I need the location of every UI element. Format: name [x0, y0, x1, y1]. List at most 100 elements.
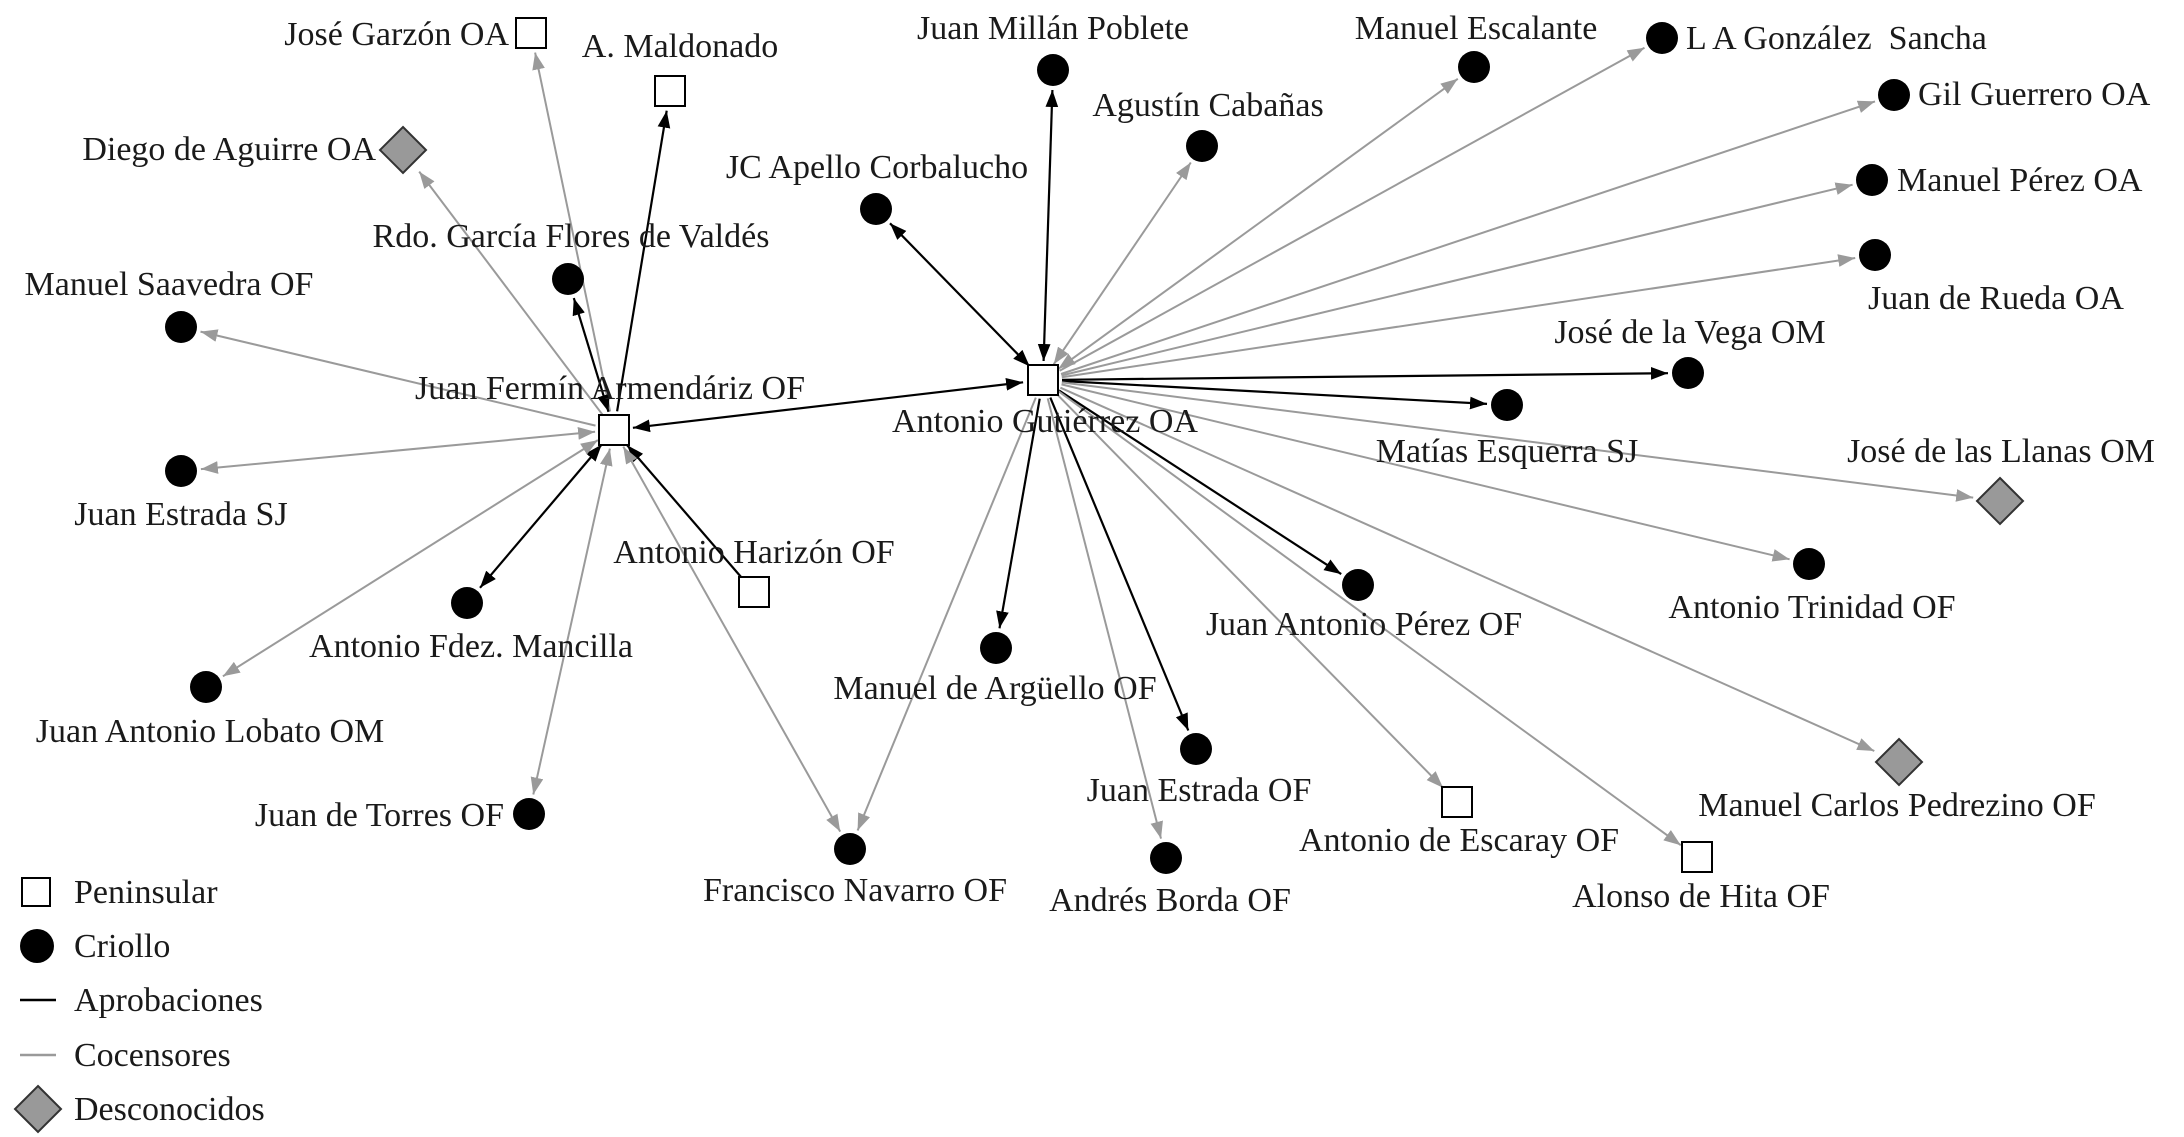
node-llanas [1975, 476, 2025, 526]
node-cabanas [1186, 130, 1218, 162]
edge-gutierrez-perez_of [1058, 389, 1342, 576]
node-label-estrada_sj: Juan Estrada SJ [74, 496, 287, 533]
node-label-pedrezino: Manuel Carlos Pedrezino OF [1698, 787, 2096, 824]
nodes-layer [165, 17, 2025, 874]
node-label-apello: JC Apello Corbalucho [726, 149, 1028, 186]
node-label-garcia_flores: Rdo. García Flores de Valdés [373, 218, 770, 255]
node-rueda [1859, 239, 1891, 271]
node-garzon [515, 17, 547, 49]
node-apello [860, 193, 892, 225]
edge-gutierrez-cabanas [1052, 161, 1192, 365]
legend-label-aprobaciones: Aprobaciones [74, 982, 263, 1019]
node-label-navarro: Francisco Navarro OF [703, 872, 1007, 909]
edge-armendariz-navarro [622, 446, 842, 833]
edge-armendariz-garcia_flores [572, 297, 610, 413]
node-torres [513, 798, 545, 830]
node-label-llanas: José de las Llanas OM [1847, 433, 2155, 470]
node-escaray [1441, 786, 1473, 818]
node-trinidad [1793, 548, 1825, 580]
edge-gutierrez-arguello [996, 398, 1041, 629]
edge-gutierrez-escaray [1055, 392, 1444, 789]
legend-swatch-peninsular [21, 877, 51, 907]
node-saavedra [165, 311, 197, 343]
edge-gutierrez-millan [1037, 89, 1059, 362]
node-label-aguirre: Diego de Aguirre OA [82, 131, 376, 168]
node-perez_of [1342, 569, 1374, 601]
edge-gutierrez-estrada_of [1049, 397, 1190, 731]
legend-label-criollo: Criollo [74, 928, 170, 965]
legend-label-cocensores: Cocensores [74, 1037, 231, 1074]
edge-gutierrez-trinidad [1061, 383, 1790, 562]
node-guerrero [1878, 79, 1910, 111]
node-navarro [834, 833, 866, 865]
node-label-perez_oa: Manuel Pérez OA [1897, 162, 2143, 199]
node-harizon [738, 576, 770, 608]
node-borda [1150, 842, 1182, 874]
edge-gutierrez-perez_oa [1061, 182, 1853, 377]
edge-gutierrez-hita [1057, 390, 1682, 847]
edge-gutierrez-esquerra [1061, 379, 1488, 410]
node-label-trinidad: Antonio Trinidad OF [1668, 589, 1955, 626]
node-label-harizon: Antonio Harizón OF [613, 534, 894, 571]
edge-gutierrez-rueda [1061, 254, 1856, 379]
legend: Peninsular Criollo Aprobaciones Cocensor… [13, 874, 265, 1134]
edge-gutierrez-escalante [1057, 77, 1459, 370]
edge-armendariz-torres [530, 448, 613, 795]
node-escalante [1458, 51, 1490, 83]
node-label-torres: Juan de Torres OF [255, 797, 504, 834]
node-lobato [190, 671, 222, 703]
edge-armendariz-maldonado [616, 110, 671, 412]
edge-armendariz-saavedra [200, 329, 596, 427]
node-gonzalez [1646, 22, 1678, 54]
edge-armendariz-gutierrez [632, 377, 1024, 433]
node-maldonado [654, 75, 686, 107]
legend-label-desconocidos: Desconocidos [74, 1091, 265, 1128]
node-label-arguello: Manuel de Argüello OF [833, 670, 1156, 707]
edge-armendariz-aguirre [418, 170, 604, 416]
node-label-escalante: Manuel Escalante [1355, 10, 1598, 47]
edge-gutierrez-llanas [1061, 381, 1974, 502]
legend-swatch-desconocidos [13, 1084, 63, 1134]
edge-gutierrez-pedrezino [1059, 386, 1875, 752]
legend-swatch-criollo [20, 929, 54, 963]
labels-layer: Juan Fermín Armendáriz OF Antonio Gutiérr… [25, 10, 2155, 919]
node-label-cabanas: Agustín Cabañas [1092, 87, 1323, 124]
legend-label-peninsular: Peninsular [74, 874, 218, 911]
node-label-gutierrez: Antonio Gutiérrez OA [892, 403, 1198, 440]
node-label-gonzalez: L A González Sancha [1686, 20, 1987, 57]
node-pedrezino [1874, 737, 1924, 787]
edge-gutierrez-borda [1046, 398, 1163, 839]
node-perez_oa [1856, 164, 1888, 196]
node-label-lobato: Juan Antonio Lobato OM [36, 713, 384, 750]
node-aguirre [378, 125, 428, 175]
node-label-vega: José de la Vega OM [1554, 314, 1825, 351]
node-estrada_sj [165, 455, 197, 487]
node-estrada_of [1180, 733, 1212, 765]
node-label-escaray: Antonio de Escaray OF [1299, 822, 1619, 859]
edge-armendariz-estrada_sj [200, 427, 596, 474]
node-label-saavedra: Manuel Saavedra OF [25, 266, 314, 303]
node-label-maldonado: A. Maldonado [582, 28, 778, 65]
node-label-guerrero: Gil Guerrero OA [1918, 76, 2151, 113]
edge-gutierrez-vega [1061, 367, 1669, 381]
node-label-hita: Alonso de Hita OF [1572, 878, 1830, 915]
edge-gutierrez-navarro [856, 397, 1037, 831]
node-hita [1681, 841, 1713, 873]
edge-gutierrez-guerrero [1060, 100, 1876, 375]
node-millan [1037, 54, 1069, 86]
node-label-estrada_of: Juan Estrada OF [1087, 772, 1312, 809]
node-label-esquerra: Matías Esquerra SJ [1376, 433, 1639, 470]
node-label-perez_of: Juan Antonio Pérez OF [1206, 606, 1522, 643]
node-gutierrez [1027, 364, 1059, 396]
node-label-rueda: Juan de Rueda OA [1868, 280, 2124, 317]
node-label-mancilla: Antonio Fdez. Mancilla [309, 628, 633, 665]
edge-gutierrez-gonzalez [1059, 46, 1645, 372]
node-label-millan: Juan Millán Poblete [917, 10, 1189, 47]
node-label-armendariz: Juan Fermín Armendáriz OF [415, 370, 805, 407]
node-label-garzon: José Garzón OA [284, 16, 509, 53]
node-esquerra [1491, 389, 1523, 421]
node-vega [1672, 357, 1704, 389]
node-garcia_flores [552, 263, 584, 295]
node-armendariz [598, 414, 630, 446]
